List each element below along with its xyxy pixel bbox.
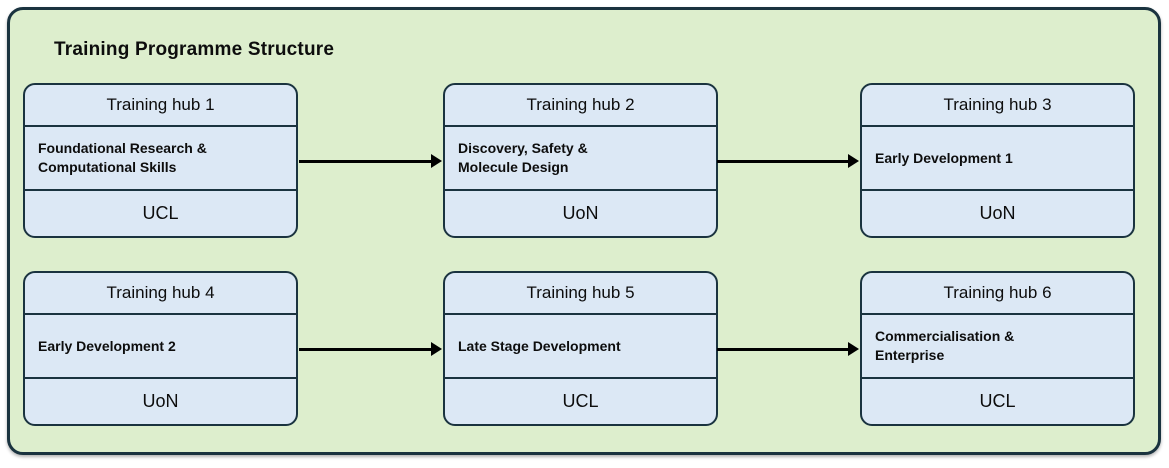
hub-2-focus: Discovery, Safety & Molecule Design bbox=[445, 125, 716, 191]
hub-6-institution: UCL bbox=[979, 391, 1016, 411]
diagram-title: Training Programme Structure bbox=[54, 39, 335, 60]
training-hub-3-box: Training hub 3 Early Development 1 UoN bbox=[860, 83, 1135, 238]
arrow-line bbox=[299, 159, 431, 163]
arrow-head-icon bbox=[848, 342, 859, 356]
hub-1-institution: UCL bbox=[142, 203, 179, 223]
hub-2-institution: UoN bbox=[562, 203, 599, 223]
training-hub-4-box: Training hub 4 Early Development 2 UoN bbox=[23, 271, 298, 426]
arrow-hub1-to-hub2-icon bbox=[299, 153, 442, 169]
arrow-line bbox=[299, 347, 431, 351]
arrow-head-icon bbox=[431, 342, 442, 356]
hub-3-institution: UoN bbox=[979, 203, 1016, 223]
hub-3-focus: Early Development 1 bbox=[862, 125, 1133, 191]
hub-2-title: Training hub 2 bbox=[526, 95, 635, 114]
hub-5-focus: Late Stage Development bbox=[445, 313, 716, 379]
arrow-line bbox=[717, 347, 848, 351]
arrow-head-icon bbox=[431, 154, 442, 168]
hub-6-focus: Commercialisation & Enterprise bbox=[862, 313, 1133, 379]
hub-5-institution: UCL bbox=[562, 391, 599, 411]
training-hub-1-box: Training hub 1 Foundational Research & C… bbox=[23, 83, 298, 238]
arrow-line bbox=[717, 159, 848, 163]
training-hub-6-box: Training hub 6 Commercialisation & Enter… bbox=[860, 271, 1135, 426]
training-hub-5-box: Training hub 5 Late Stage Development UC… bbox=[443, 271, 718, 426]
hub-1-title: Training hub 1 bbox=[106, 95, 215, 114]
hub-3-title: Training hub 3 bbox=[943, 95, 1052, 114]
hub-4-title: Training hub 4 bbox=[106, 283, 215, 302]
hub-4-focus: Early Development 2 bbox=[25, 313, 296, 379]
hub-4-institution: UoN bbox=[142, 391, 179, 411]
hub-1-focus: Foundational Research & Computational Sk… bbox=[25, 125, 296, 191]
arrow-hub5-to-hub6-icon bbox=[717, 341, 859, 357]
arrow-hub4-to-hub5-icon bbox=[299, 341, 442, 357]
hub-5-title: Training hub 5 bbox=[526, 283, 635, 302]
arrow-hub2-to-hub3-icon bbox=[717, 153, 859, 169]
training-hub-2-box: Training hub 2 Discovery, Safety & Molec… bbox=[443, 83, 718, 238]
arrow-head-icon bbox=[848, 154, 859, 168]
hub-6-title: Training hub 6 bbox=[943, 283, 1052, 302]
